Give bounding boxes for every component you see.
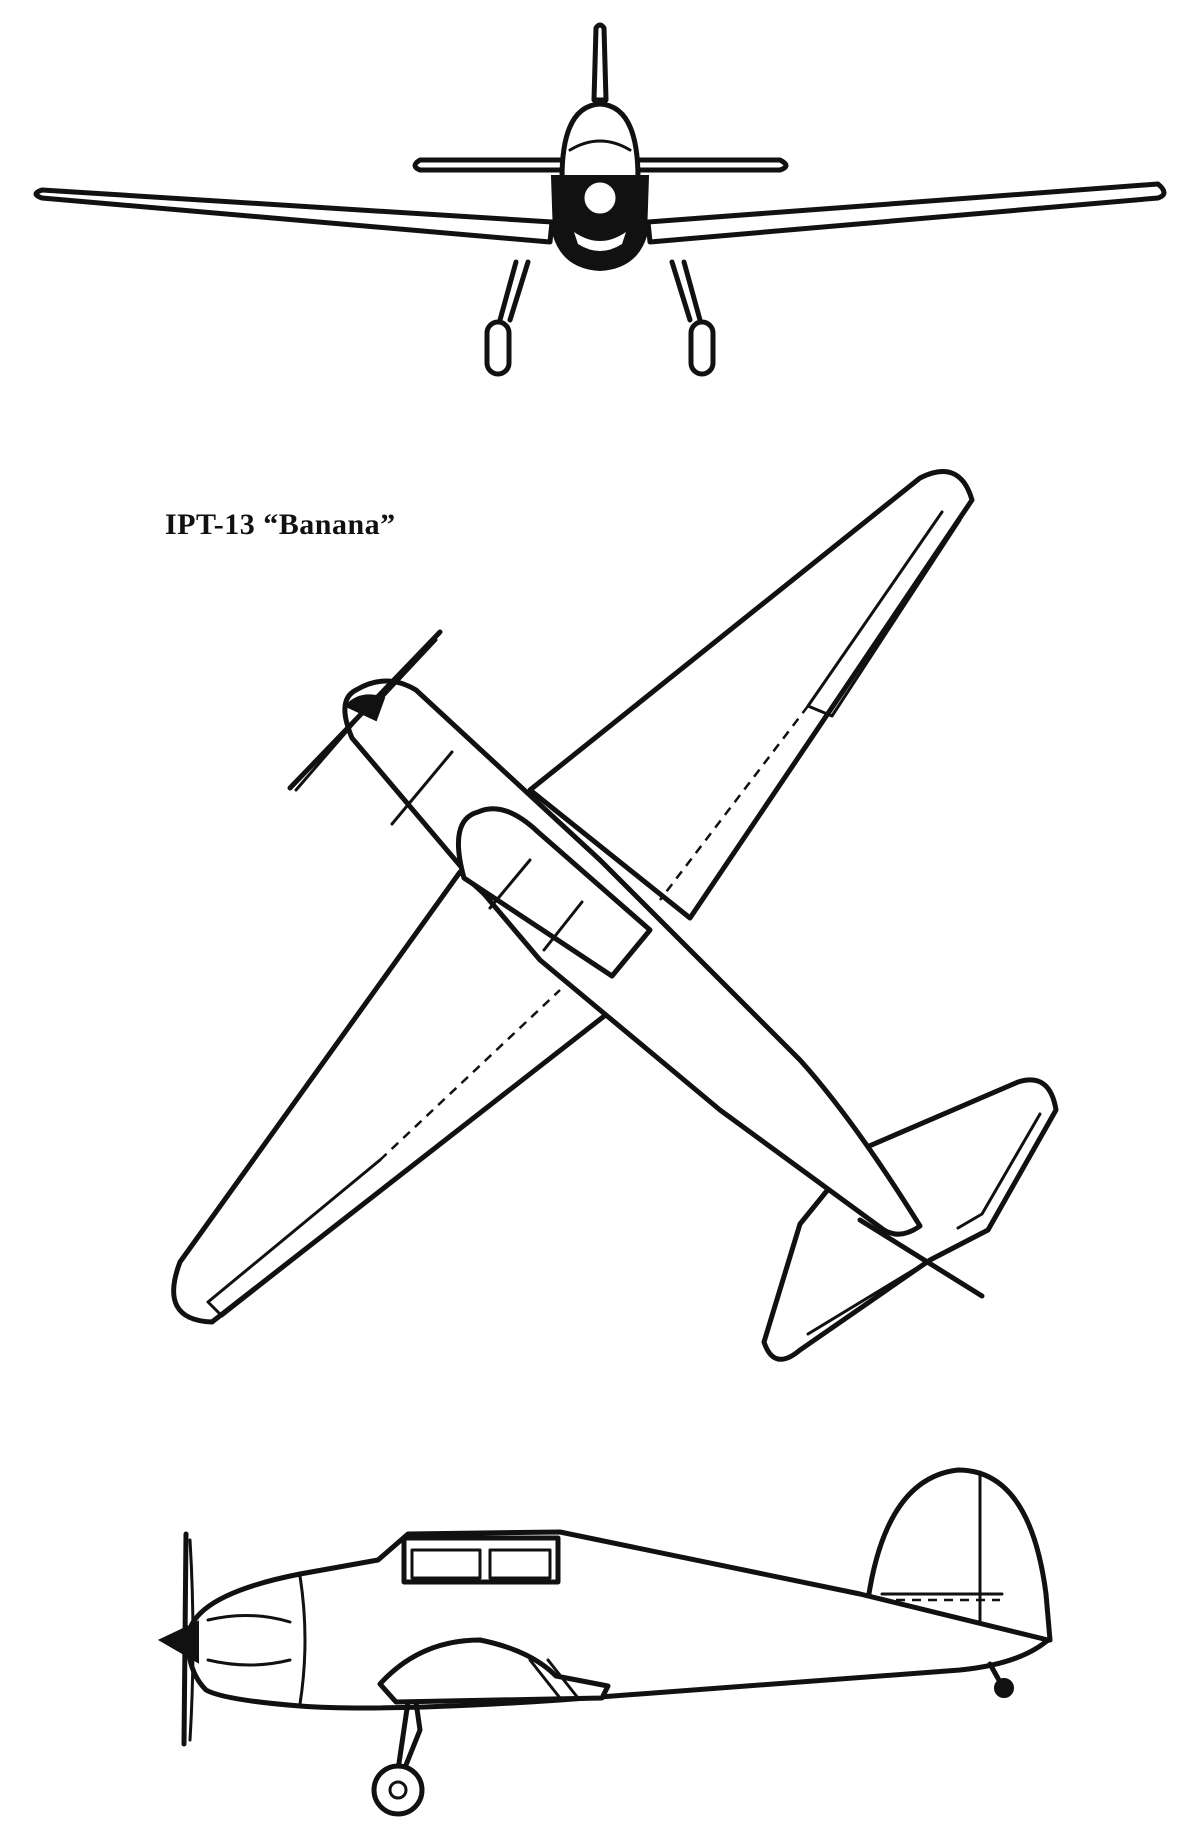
top-right-wing xyxy=(527,469,975,921)
front-right-wing xyxy=(645,181,1167,245)
front-view xyxy=(33,22,1167,377)
side-wheel xyxy=(371,1763,425,1817)
front-spinner xyxy=(581,179,619,217)
front-cowling xyxy=(550,175,650,272)
side-propeller xyxy=(181,1531,189,1747)
front-right-gear-leg xyxy=(669,259,703,323)
front-intake xyxy=(574,232,626,251)
side-propeller-edge xyxy=(188,1538,195,1742)
side-canopy-frame xyxy=(410,1548,552,1580)
side-gear-door xyxy=(528,1658,580,1700)
top-cowling-line xyxy=(390,750,454,826)
side-gear-leg xyxy=(395,1699,423,1773)
front-right-wheel xyxy=(688,319,716,377)
top-canopy xyxy=(456,806,653,979)
top-canopy-frame-1 xyxy=(488,858,532,910)
side-tailwheel-leg xyxy=(987,1661,1003,1685)
front-left-wing xyxy=(33,187,555,245)
top-elevator-lower xyxy=(806,1258,932,1336)
aircraft-title: IPT-13 “Banana” xyxy=(165,508,396,541)
top-canopy-frame-2 xyxy=(542,900,584,952)
front-left-gear-leg xyxy=(497,259,531,323)
side-cowling-line xyxy=(298,1574,307,1706)
top-elevator-upper xyxy=(956,1112,1042,1230)
front-fin xyxy=(591,22,609,103)
front-left-wheel xyxy=(484,319,512,377)
top-propeller-blade-edge xyxy=(294,638,438,792)
side-cowling-detail xyxy=(206,1614,292,1667)
top-right-hinge xyxy=(659,705,809,901)
side-tailwheel xyxy=(994,1678,1014,1698)
top-right-aileron xyxy=(806,510,962,718)
side-spinner xyxy=(157,1620,199,1664)
top-left-wing xyxy=(171,869,615,1325)
side-wheel-hub xyxy=(388,1780,408,1800)
top-rudder xyxy=(857,1217,985,1299)
top-propeller xyxy=(287,629,443,791)
top-view xyxy=(171,469,1059,1362)
side-view xyxy=(157,1467,1053,1817)
front-canopy-frame xyxy=(568,139,632,152)
top-left-aileron xyxy=(206,1158,404,1318)
